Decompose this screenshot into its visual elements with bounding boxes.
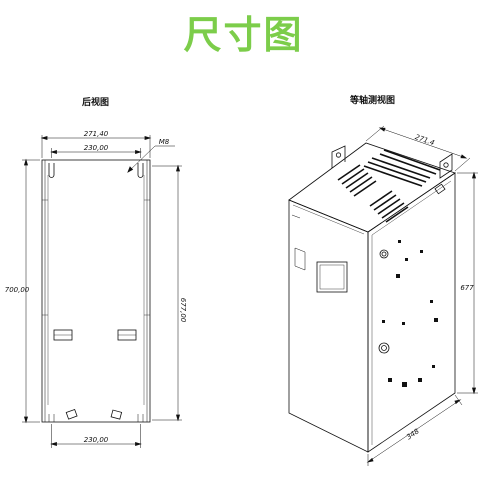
dim-hole-height: 677,00 [179, 298, 187, 323]
dim-hole-spacing-bottom: 230,00 [84, 436, 109, 444]
iso-top-vents [337, 149, 441, 223]
isometric-view-label: 等轴测视图 [350, 96, 396, 106]
bottom-tab-left [65, 408, 78, 420]
iso-dim-height: 677 [460, 284, 474, 292]
iso-tab-left [331, 145, 346, 168]
dim-hole-spacing-top: 230,00 [84, 144, 109, 152]
isometric-view-drawing: 677 271.4 348 [288, 125, 478, 466]
bottom-tab-right [110, 409, 123, 420]
rear-view-drawing: 271,40 230,00 M8 700,00 677,00 230,00 [5, 130, 187, 448]
iso-dim-width: 271.4 [414, 133, 436, 147]
dim-overall-height: 700,00 [5, 286, 30, 294]
rear-panel-outline [41, 159, 151, 423]
iso-round-port-top [379, 249, 389, 259]
iso-top-face [288, 142, 456, 233]
rear-view-label: 后视图 [82, 98, 110, 108]
iso-right-face [367, 172, 456, 453]
iso-left-face [288, 199, 369, 453]
page-title: 尺寸图 [183, 13, 304, 57]
iso-display-window [316, 261, 348, 293]
iso-dim-depth: 348 [405, 427, 421, 441]
iso-tab-right [439, 153, 453, 179]
screw-size-label: M8 [159, 138, 170, 146]
top-right-slot [137, 163, 144, 178]
iso-round-port-bottom [378, 342, 390, 354]
dim-overall-width: 271,40 [84, 130, 109, 138]
top-left-slot [48, 163, 55, 178]
